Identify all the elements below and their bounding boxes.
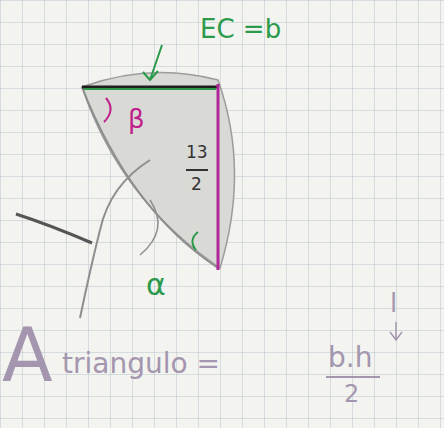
angle-arc — [104, 98, 111, 122]
leader-line — [80, 160, 150, 318]
leader-line — [140, 200, 158, 255]
angle-label: α — [146, 270, 166, 300]
side-label: EC =b — [200, 16, 281, 42]
fraction-denominator: 2 — [191, 176, 202, 193]
angle-arc — [192, 232, 198, 250]
arrow — [390, 322, 402, 340]
fraction-bar — [326, 376, 380, 378]
side-b-green — [84, 88, 216, 90]
formula-denominator: 2 — [344, 382, 359, 406]
arrow — [143, 45, 162, 80]
pen-stroke — [16, 214, 92, 243]
area-symbol: A — [2, 318, 53, 392]
formula-numerator: b.h — [328, 344, 372, 372]
note-letter: l — [390, 290, 397, 316]
hypotenuse — [82, 87, 218, 268]
side-b — [82, 86, 218, 89]
fraction-bar — [186, 169, 208, 171]
side-h — [217, 84, 220, 270]
fraction-numerator: 13 — [186, 144, 208, 161]
half-disc — [82, 72, 235, 268]
formula-text: triangulo = — [62, 350, 220, 378]
angle-label: β — [128, 106, 145, 132]
